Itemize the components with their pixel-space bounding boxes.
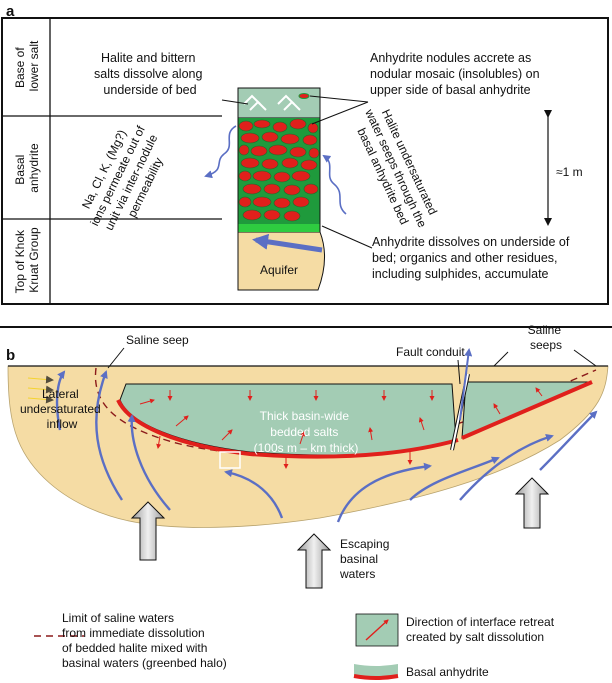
saline-seeps-label: Saline seeps xyxy=(528,323,565,352)
panel-b: b xyxy=(0,323,612,589)
aquifer-label: Aquifer xyxy=(260,263,298,277)
legend-basal-text: Basal anhydrite xyxy=(406,665,489,679)
legend-halo-text: Limit of saline waters from immediate di… xyxy=(62,611,227,670)
detail-box xyxy=(219,451,241,469)
row-label-base-lower-salt: Base of lower salt xyxy=(13,40,41,91)
escaping-label: Escaping basinal waters xyxy=(339,537,393,581)
legend-retreat-arrow xyxy=(365,619,389,641)
thick-salts-label: Thick basin-wide bedded salts (100s m – … xyxy=(254,409,359,455)
legend: Limit of saline waters from immediate di… xyxy=(34,611,557,680)
retreat-arrows xyxy=(139,387,543,469)
panel-b-label: b xyxy=(6,347,15,364)
basal-anhydrite-left xyxy=(116,399,459,459)
seep-in-arrow xyxy=(322,154,347,215)
scale-label: ≈1 m xyxy=(556,165,583,179)
fault-conduit xyxy=(451,373,469,451)
saline-seep-label: Saline seep xyxy=(126,333,189,347)
organics-layer xyxy=(238,224,320,232)
legend-basal-swatch xyxy=(354,664,398,678)
nodule-in-salt xyxy=(298,93,310,99)
dissolution-chevrons xyxy=(243,94,301,111)
nodules-text: Anhydrite nodules accrete as nodular mos… xyxy=(370,51,543,97)
row-label-basal-anhydrite: Basal anhydrite xyxy=(13,143,41,193)
ion-out-arrow xyxy=(204,125,237,179)
aquifer-body xyxy=(237,231,325,291)
legend-retreat-text: Direction of interface retreat created b… xyxy=(406,615,557,644)
anhydrite-dissolves-text: Anhydrite dissolves on underside of bed;… xyxy=(372,235,573,281)
basinal-flow-arrows xyxy=(55,370,598,523)
fault-flow-arrow xyxy=(459,348,473,421)
lateral-inflow-label: Lateral undersaturated inflow xyxy=(20,387,104,431)
halite-dissolve-text: Halite and bittern salts dissolve along … xyxy=(94,51,206,97)
row-label-khok-kruat: Top of Khok Kruat Group xyxy=(13,227,41,294)
lateral-inflow-arrows xyxy=(27,375,54,404)
fault-conduit-label: Fault conduit xyxy=(396,345,465,359)
panel-a-label: a xyxy=(6,3,15,20)
escape-arrows xyxy=(130,477,550,589)
nodules xyxy=(238,118,320,222)
panel-a: a Base of lower salt Basal anhydrite Top… xyxy=(1,3,609,305)
basal-anhydrite-right xyxy=(461,380,593,440)
aquifer-flow-arrow xyxy=(252,233,323,253)
